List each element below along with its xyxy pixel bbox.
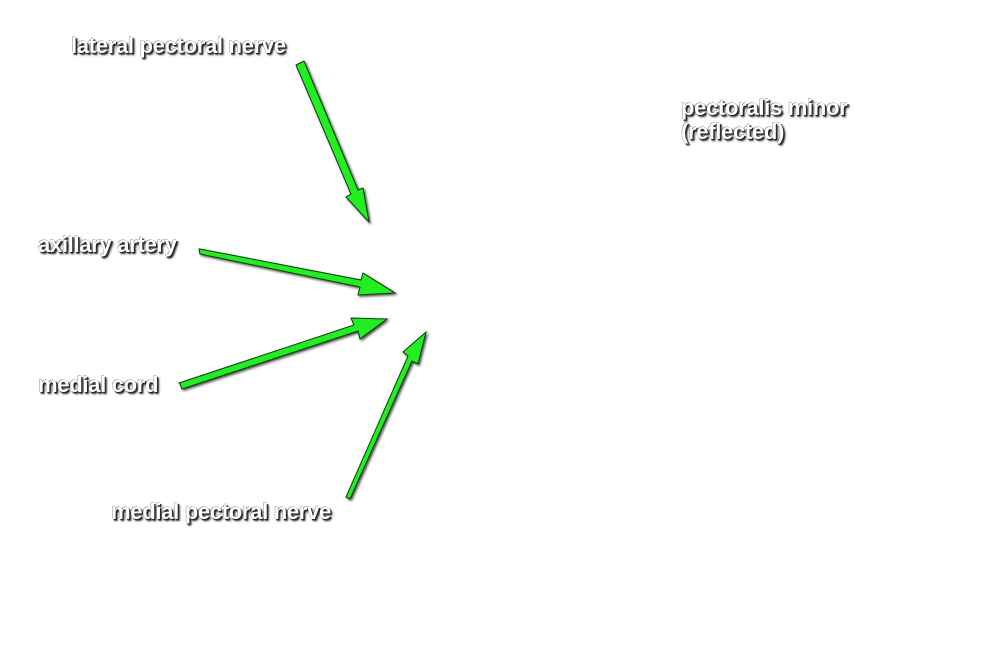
arrow-axillary-artery bbox=[198, 248, 397, 296]
label-medial-cord: medial cord bbox=[38, 372, 159, 397]
label-pectoralis-minor-line2: (reflected) bbox=[681, 119, 785, 144]
label-axillary-artery: axillary artery bbox=[38, 232, 177, 257]
arrow-medial-cord bbox=[178, 317, 389, 390]
arrow-lateral-pectoral-nerve bbox=[295, 60, 370, 224]
label-pectoralis-minor-line1: pectoralis minor bbox=[681, 95, 848, 120]
label-pectoralis-minor: pectoralis minor (reflected) bbox=[681, 95, 848, 144]
label-lateral-pectoral-nerve: lateral pectoral nerve bbox=[71, 33, 286, 58]
arrow-medial-pectoral-nerve bbox=[345, 330, 427, 500]
label-medial-pectoral-nerve: medial pectoral nerve bbox=[111, 499, 331, 524]
